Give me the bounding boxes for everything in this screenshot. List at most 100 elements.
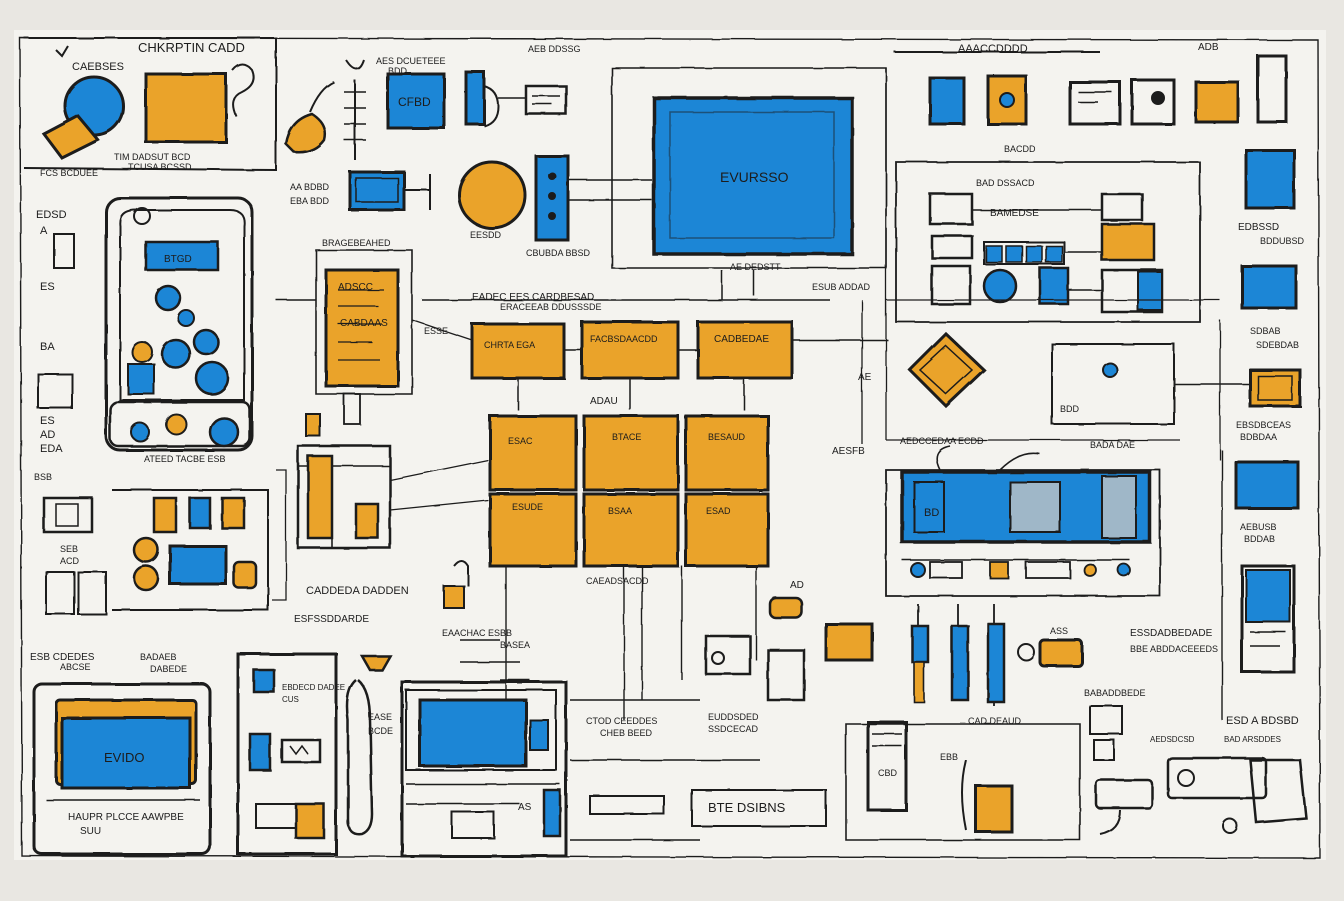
right-note-3: SDBAB: [1250, 326, 1281, 336]
tl-sub2: TCUSA BCSSD: [128, 162, 192, 172]
mid-note-4: BASEA: [500, 640, 530, 650]
amp-caption-1: AA BDBD: [290, 182, 330, 192]
bottom-right-3: AEDSDCSD: [1150, 735, 1195, 744]
orange-note-card: [144, 72, 228, 144]
lower-left-2: BADAEB: [140, 652, 177, 662]
tl-caption: CAEBSES: [72, 61, 124, 73]
hand-note-1: BDD: [1060, 404, 1080, 414]
card-3: CADBEDAE: [714, 334, 769, 345]
mid-right-note: AESFB: [832, 446, 865, 457]
small-node-1: EBB: [940, 752, 958, 762]
left-note-1: A: [40, 225, 48, 237]
bottom-right-1: BABADDBEDE: [1084, 688, 1146, 698]
small-cabinet: [296, 444, 392, 550]
left-note2-0: BSB: [34, 472, 52, 482]
orange-diamond: [907, 331, 987, 409]
blue-rack-unit: [885, 445, 1161, 597]
blue-screen-small: [386, 72, 446, 130]
bottom-right-5: ESSDADBEDADE: [1130, 628, 1213, 639]
handheld-device: [104, 196, 254, 452]
sheet-border: [19, 37, 1321, 859]
left-note-3: BA: [40, 341, 55, 353]
hand-note-6: BACDD: [1004, 144, 1036, 154]
strip-left: ESSE: [424, 326, 448, 336]
bottom-center-monitor: [400, 680, 568, 858]
left-note-5: AD: [40, 429, 55, 441]
rack-label: BD: [924, 507, 939, 519]
amp-label: EESDD: [470, 230, 502, 240]
mid-note-3: EAACHAC ESBB: [442, 628, 512, 638]
hand-note-2: BADA DAE: [1090, 440, 1135, 450]
far-right-2: BBE ABDDACEEEDS: [1130, 644, 1218, 654]
grid-caption: ADAU: [590, 396, 618, 407]
top-right-note: AAACCDDDD: [958, 43, 1028, 55]
bottom-right-4: BAD ARSDDES: [1224, 735, 1281, 744]
right-note-1: EDBSSD: [1238, 222, 1279, 233]
bottom-box-label: BTE DSIBNS: [708, 800, 786, 815]
lower-left-3: ABCSE: [60, 662, 91, 672]
small-node-3: ASS: [1050, 626, 1068, 636]
tile-4: ESUDE: [512, 502, 543, 512]
antenna-group: [284, 59, 366, 160]
bottom-device-panel: [236, 652, 338, 856]
tiny-1: AS: [518, 802, 532, 813]
center-note: CAEADSACDD: [586, 576, 649, 586]
tile-2: BTACE: [612, 432, 641, 442]
bottom-caption-1: HAUPR PLCCE AAWPBE: [68, 812, 184, 823]
top-note-b: BDD: [388, 66, 408, 76]
left-note-4: ES: [40, 415, 55, 427]
tile-3: BESAUD: [708, 432, 746, 442]
bottom-label-box: [691, 789, 827, 827]
bottom-mid-3: EASE: [368, 712, 392, 722]
right-note-8: BDDAB: [1244, 534, 1275, 544]
tile-5: BSAA: [608, 506, 632, 516]
orange-dial: [457, 160, 527, 230]
rack-caption: AEDCCEDAA ECDD: [900, 436, 984, 446]
bottom-mid-1: EBDECD DADEE: [282, 683, 345, 692]
right-note-6: BDBDAA: [1240, 432, 1277, 442]
bottom-center-3: EUDDSDED: [708, 712, 759, 722]
tiny-2: AD: [790, 580, 804, 591]
left-note-6: EDA: [40, 443, 63, 455]
mid-note-2: ESFSSDDARDE: [294, 614, 369, 625]
bb-caption: CBUBDA BBSD: [526, 248, 591, 258]
right-note-2: BDDUBSD: [1260, 236, 1305, 246]
blue-phone: [464, 70, 486, 126]
top-right-mark: ADB: [1198, 42, 1219, 53]
right-note-7: AEBUSB: [1240, 522, 1277, 532]
bottom-center-4: SSDCECAD: [708, 724, 759, 734]
top-title: CHKRPTIN CADD: [138, 40, 245, 55]
probe-cables: [910, 604, 1006, 706]
amp-caption-2: EBA BDD: [290, 196, 330, 206]
bottom-caption-2: SUU: [80, 826, 101, 837]
card-1: CHRTA EGA: [484, 340, 535, 350]
handheld-title: BTGD: [164, 254, 192, 265]
orange-tile-grid: [488, 414, 770, 720]
strip-sub: ERACEEAB DDUSSSDE: [500, 302, 602, 312]
monitor-caption: AE DEDSTT: [730, 262, 781, 272]
hand-note-3: BAD DSSACD: [976, 178, 1035, 188]
small-device: [524, 84, 568, 116]
tl-sub1: TIM DADSUT BCD: [114, 152, 191, 162]
right-note-5: EBSDBCEAS: [1236, 420, 1291, 430]
small-screen-label: CFBD: [398, 95, 431, 109]
right-switch-panel: [895, 161, 1201, 323]
small-node-2: CBD: [878, 768, 898, 778]
tile-1: ESAC: [508, 436, 533, 446]
bottom-center-2: CHEB BEED: [600, 728, 653, 738]
tiny-3: AE: [858, 372, 872, 383]
handheld-screen: [144, 240, 220, 272]
left-note2-1: SEB: [60, 544, 78, 554]
bottom-right-2: CAD DEAUD: [968, 716, 1022, 726]
top-note-c: AEB DDSSG: [528, 44, 581, 54]
lower-left-1: ESB CDEDES: [30, 652, 95, 663]
doc-caption: ADSCC: [338, 282, 373, 293]
handheld-caption: ATEED TACBE ESB: [144, 454, 226, 464]
hand-note-5: ESUB ADDAD: [812, 282, 871, 292]
main-monitor-label: EVURSSO: [720, 169, 789, 185]
card-title: CABDAAS: [340, 318, 388, 329]
orange-document: [315, 249, 413, 395]
right-note-4: SDEBDAB: [1256, 340, 1299, 350]
